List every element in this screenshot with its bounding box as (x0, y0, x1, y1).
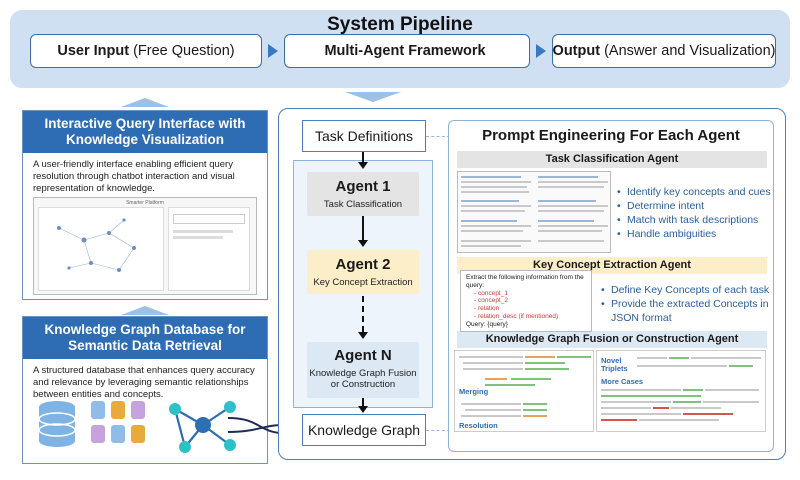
resolution-label: Resolution (459, 421, 498, 430)
extract-intro: Extract the following information from t… (466, 274, 584, 289)
concept-agent-bullets: Define Key Concepts of each task Provide… (601, 283, 771, 325)
novel-triplets-label: Novel Triplets (601, 356, 628, 373)
user-input-detail: (Free Question) (133, 43, 235, 59)
fusion-merging-example: Merging Resolution (454, 350, 594, 432)
flow-arrowhead-4 (358, 406, 368, 413)
mock-graph-icon (57, 218, 136, 272)
flow-dashed-line (362, 296, 364, 332)
concept-bullet: Define Key Concepts of each task (601, 283, 771, 297)
fusion-agent-title: Knowledge Graph Fusion or Construction A… (457, 331, 767, 348)
pipeline-title: System Pipeline (327, 14, 473, 35)
user-input-label: User Input (57, 43, 130, 59)
kgdb-up-arrow (121, 306, 169, 315)
user-input-box: User Input (Free Question) (30, 34, 262, 68)
knowledge-graph-box: Knowledge Graph (302, 414, 426, 446)
flow-line-2 (362, 216, 364, 242)
task-bullet: Handle ambiguities (617, 227, 771, 241)
merging-label: Merging (459, 387, 489, 396)
dashed-connector-bottom (426, 430, 450, 431)
flow-arrowhead-2 (358, 240, 368, 247)
mock-graph-view (38, 207, 164, 291)
task-classification-agent-title: Task Classification Agent (457, 151, 767, 168)
kgdb-panel: Knowledge Graph Database for Semantic Da… (22, 316, 268, 464)
dashed-connector-top (426, 136, 450, 137)
agent-2-role: Key Concept Extraction (313, 277, 413, 288)
framework-box: Multi-Agent Framework (284, 34, 530, 68)
agent-1-box: Agent 1 Task Classification (307, 172, 419, 216)
framework-down-arrow (345, 92, 401, 102)
agent-1-role: Task Classification (323, 199, 403, 210)
interface-description: A user-friendly interface enabling effic… (33, 159, 235, 194)
agent-1-name: Agent 1 (335, 178, 391, 195)
agent-2-box: Agent 2 Key Concept Extraction (307, 250, 419, 294)
kgdb-description: A structured database that enhances quer… (33, 365, 255, 400)
task-prompt-doc (457, 171, 611, 253)
agent-n-name: Agent N (334, 347, 392, 364)
pipeline-arrow-2 (536, 44, 546, 58)
extract-field: - concept_1 (474, 289, 508, 297)
agent-2-name: Agent 2 (335, 256, 391, 273)
task-bullet: Identify key concepts and cues (617, 185, 771, 199)
mock-chat-view (168, 207, 250, 291)
extract-field: - concept_2 (474, 297, 508, 305)
interface-panel: Interactive Query Interface with Knowled… (22, 110, 268, 300)
extract-field: - relation_desc (if mentioned) (474, 312, 559, 320)
flow-line-4 (362, 398, 364, 408)
database-graph-icon (38, 401, 236, 453)
interface-up-arrow (121, 98, 169, 107)
fusion-novel-example: Novel Triplets More Cases (596, 350, 766, 432)
output-detail: (Answer and Visualization) (604, 43, 776, 59)
kgdb-title: Knowledge Graph Database for Semantic Da… (23, 317, 267, 359)
agent-n-role: Knowledge Graph Fusion or Construction (309, 368, 417, 390)
output-label: Output (552, 43, 601, 59)
output-box: Output (Answer and Visualization) (552, 34, 776, 68)
key-concept-agent-title: Key Concept Extraction Agent (457, 257, 767, 274)
task-definitions-box: Task Definitions (302, 120, 426, 152)
concept-bullet: Provide the extracted Concepts in JSON f… (601, 297, 771, 325)
extract-query: Query: {query} (466, 320, 508, 328)
prompt-engineering-title: Prompt Engineering For Each Agent (482, 127, 740, 144)
flow-arrowhead-1 (358, 162, 368, 169)
task-agent-bullets: Identify key concepts and cues Determine… (617, 185, 771, 241)
framework-label: Multi-Agent Framework (324, 43, 486, 59)
more-cases-label: More Cases (601, 377, 644, 386)
extract-prompt-box: Extract the following information from t… (460, 270, 592, 332)
extract-field: - relation (474, 305, 500, 313)
flow-line-1 (362, 152, 364, 164)
flow-arrowhead-3 (358, 332, 368, 339)
task-bullet: Match with task descriptions (617, 213, 771, 227)
mock-title: Smarter Platform (126, 200, 164, 206)
task-bullet: Determine intent (617, 199, 771, 213)
interface-screenshot: Smarter Platform (33, 197, 257, 295)
interface-title: Interactive Query Interface with Knowled… (23, 111, 267, 153)
agent-n-box: Agent N Knowledge Graph Fusion or Constr… (307, 342, 419, 398)
pipeline-arrow-1 (268, 44, 278, 58)
